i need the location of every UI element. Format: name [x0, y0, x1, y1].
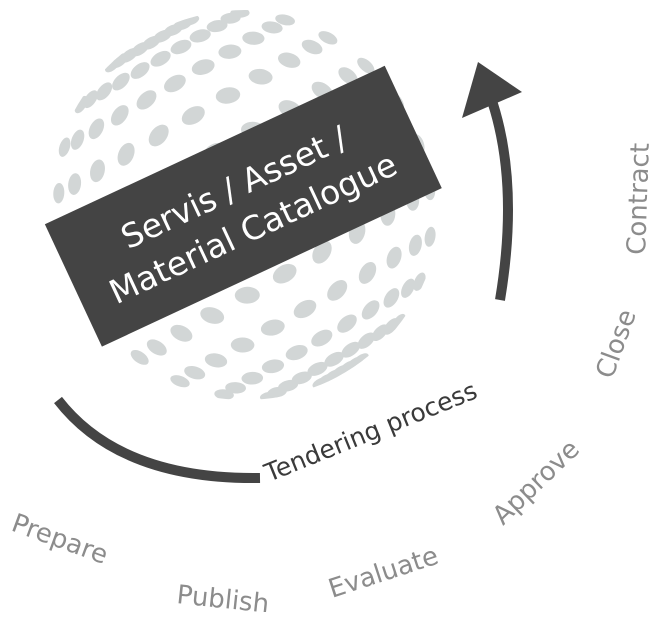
globe-dot	[150, 50, 171, 67]
process-arc-right	[485, 93, 513, 301]
globe-dot	[146, 339, 167, 356]
globe-dot	[184, 365, 206, 380]
globe-dot	[401, 278, 415, 298]
globe-dot	[408, 234, 422, 256]
stage-contract-label: Contract	[622, 142, 655, 255]
globe-dot	[70, 129, 85, 150]
globe-dot	[424, 226, 436, 247]
globe-dot	[383, 288, 400, 308]
globe-dot	[358, 261, 377, 284]
globe-dot	[136, 90, 157, 110]
globe-dot	[241, 371, 264, 385]
globe-dot	[117, 142, 135, 166]
globe-dot	[90, 159, 105, 183]
tendering-process-label: Tendering process	[259, 376, 481, 488]
globe-dot	[148, 124, 169, 147]
globe-dot	[170, 39, 192, 55]
globe-dot	[130, 349, 149, 365]
globe-dot	[311, 329, 333, 347]
globe-dot	[248, 68, 273, 85]
globe-dot	[293, 299, 317, 319]
globe-dot	[357, 332, 375, 349]
globe-dot	[200, 307, 225, 324]
globe-dot	[301, 39, 323, 55]
arrowhead-icon	[462, 62, 522, 118]
stage-evaluate-label: Evaluate	[325, 541, 442, 605]
globe-dot	[260, 319, 285, 336]
globe-dot	[361, 300, 380, 320]
globe-dot	[391, 313, 406, 331]
globe-dot	[341, 341, 360, 358]
globe-dot	[225, 382, 246, 394]
globe-dot	[357, 57, 375, 74]
process-arc-left	[54, 396, 261, 484]
globe-dot	[278, 379, 299, 392]
globe-dot	[110, 105, 129, 126]
globe-dot	[215, 87, 241, 104]
globe-dot	[112, 72, 130, 91]
globe-dot	[307, 361, 328, 376]
globe-dot	[324, 351, 344, 367]
globe-dot	[242, 31, 265, 45]
stage-approve-label: Approve	[487, 434, 586, 531]
globe-dot	[68, 173, 82, 195]
globe-dot	[53, 183, 65, 204]
catalogue-banner: Servis / Asset / Material Catalogue	[44, 65, 442, 347]
globe-dot	[58, 137, 71, 157]
globe-dot	[83, 90, 98, 109]
globe-dot	[170, 375, 190, 388]
globe-dot	[352, 353, 369, 367]
globe-dot	[230, 10, 250, 18]
globe-dot	[337, 314, 357, 333]
stage-close-label: Close	[590, 306, 642, 383]
globe-dot	[338, 67, 358, 85]
globe-dot	[272, 263, 297, 284]
globe-dot	[164, 74, 186, 93]
globe-dot	[218, 44, 242, 59]
globe-dot	[230, 337, 255, 353]
globe-dot	[327, 280, 348, 301]
globe-dot	[278, 52, 301, 68]
globe-dot	[130, 62, 150, 79]
globe-dot	[318, 31, 338, 45]
globe-dot	[88, 118, 105, 140]
globe-dot	[204, 353, 228, 368]
globe-dot	[96, 82, 113, 101]
globe-dot	[275, 14, 295, 26]
globe-dot	[261, 21, 283, 34]
globe-dot	[285, 344, 308, 361]
globe-dot	[189, 29, 211, 43]
globe-dot	[291, 371, 312, 385]
globe-dot	[386, 246, 402, 269]
stage-prepare-label: Prepare	[8, 508, 112, 570]
globe-dot	[206, 20, 228, 33]
globe-dot	[312, 240, 332, 264]
stage-publish-label: Publish	[175, 580, 270, 612]
globe-dot	[234, 286, 260, 304]
globe-dot	[261, 359, 285, 374]
globe-dot	[170, 324, 193, 342]
globe-dot	[181, 106, 205, 125]
globe-dot	[191, 59, 215, 75]
banner-background	[44, 65, 442, 347]
